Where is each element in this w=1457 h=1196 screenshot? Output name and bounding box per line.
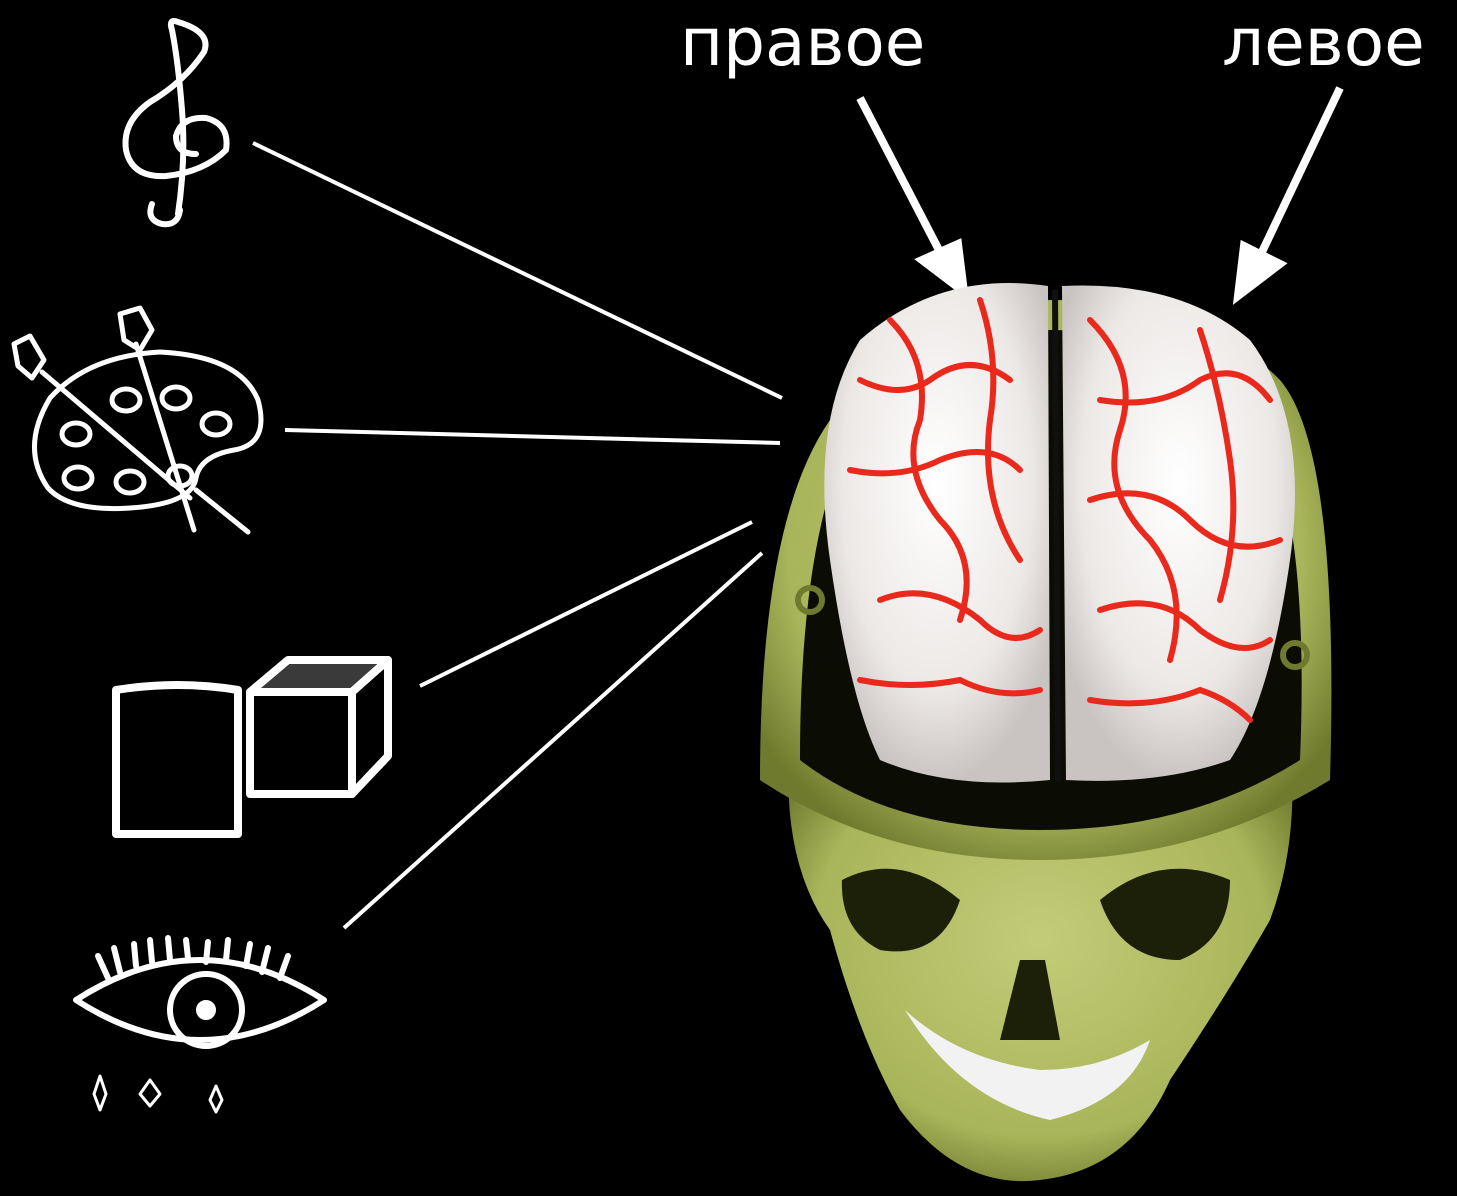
connector-lines (253, 143, 782, 928)
right-hemisphere-arrow (860, 98, 964, 292)
connector-music (253, 143, 782, 398)
crying-eye-icon (76, 938, 324, 1112)
cylinder-and-cube-icon (116, 660, 388, 834)
treble-clef-icon (126, 21, 227, 224)
skull-brain-model (760, 283, 1331, 1181)
left-hemisphere-arrow (1238, 88, 1340, 296)
connector-emotion (344, 553, 762, 928)
paint-palette-icon (14, 308, 261, 532)
connector-art (285, 430, 780, 443)
